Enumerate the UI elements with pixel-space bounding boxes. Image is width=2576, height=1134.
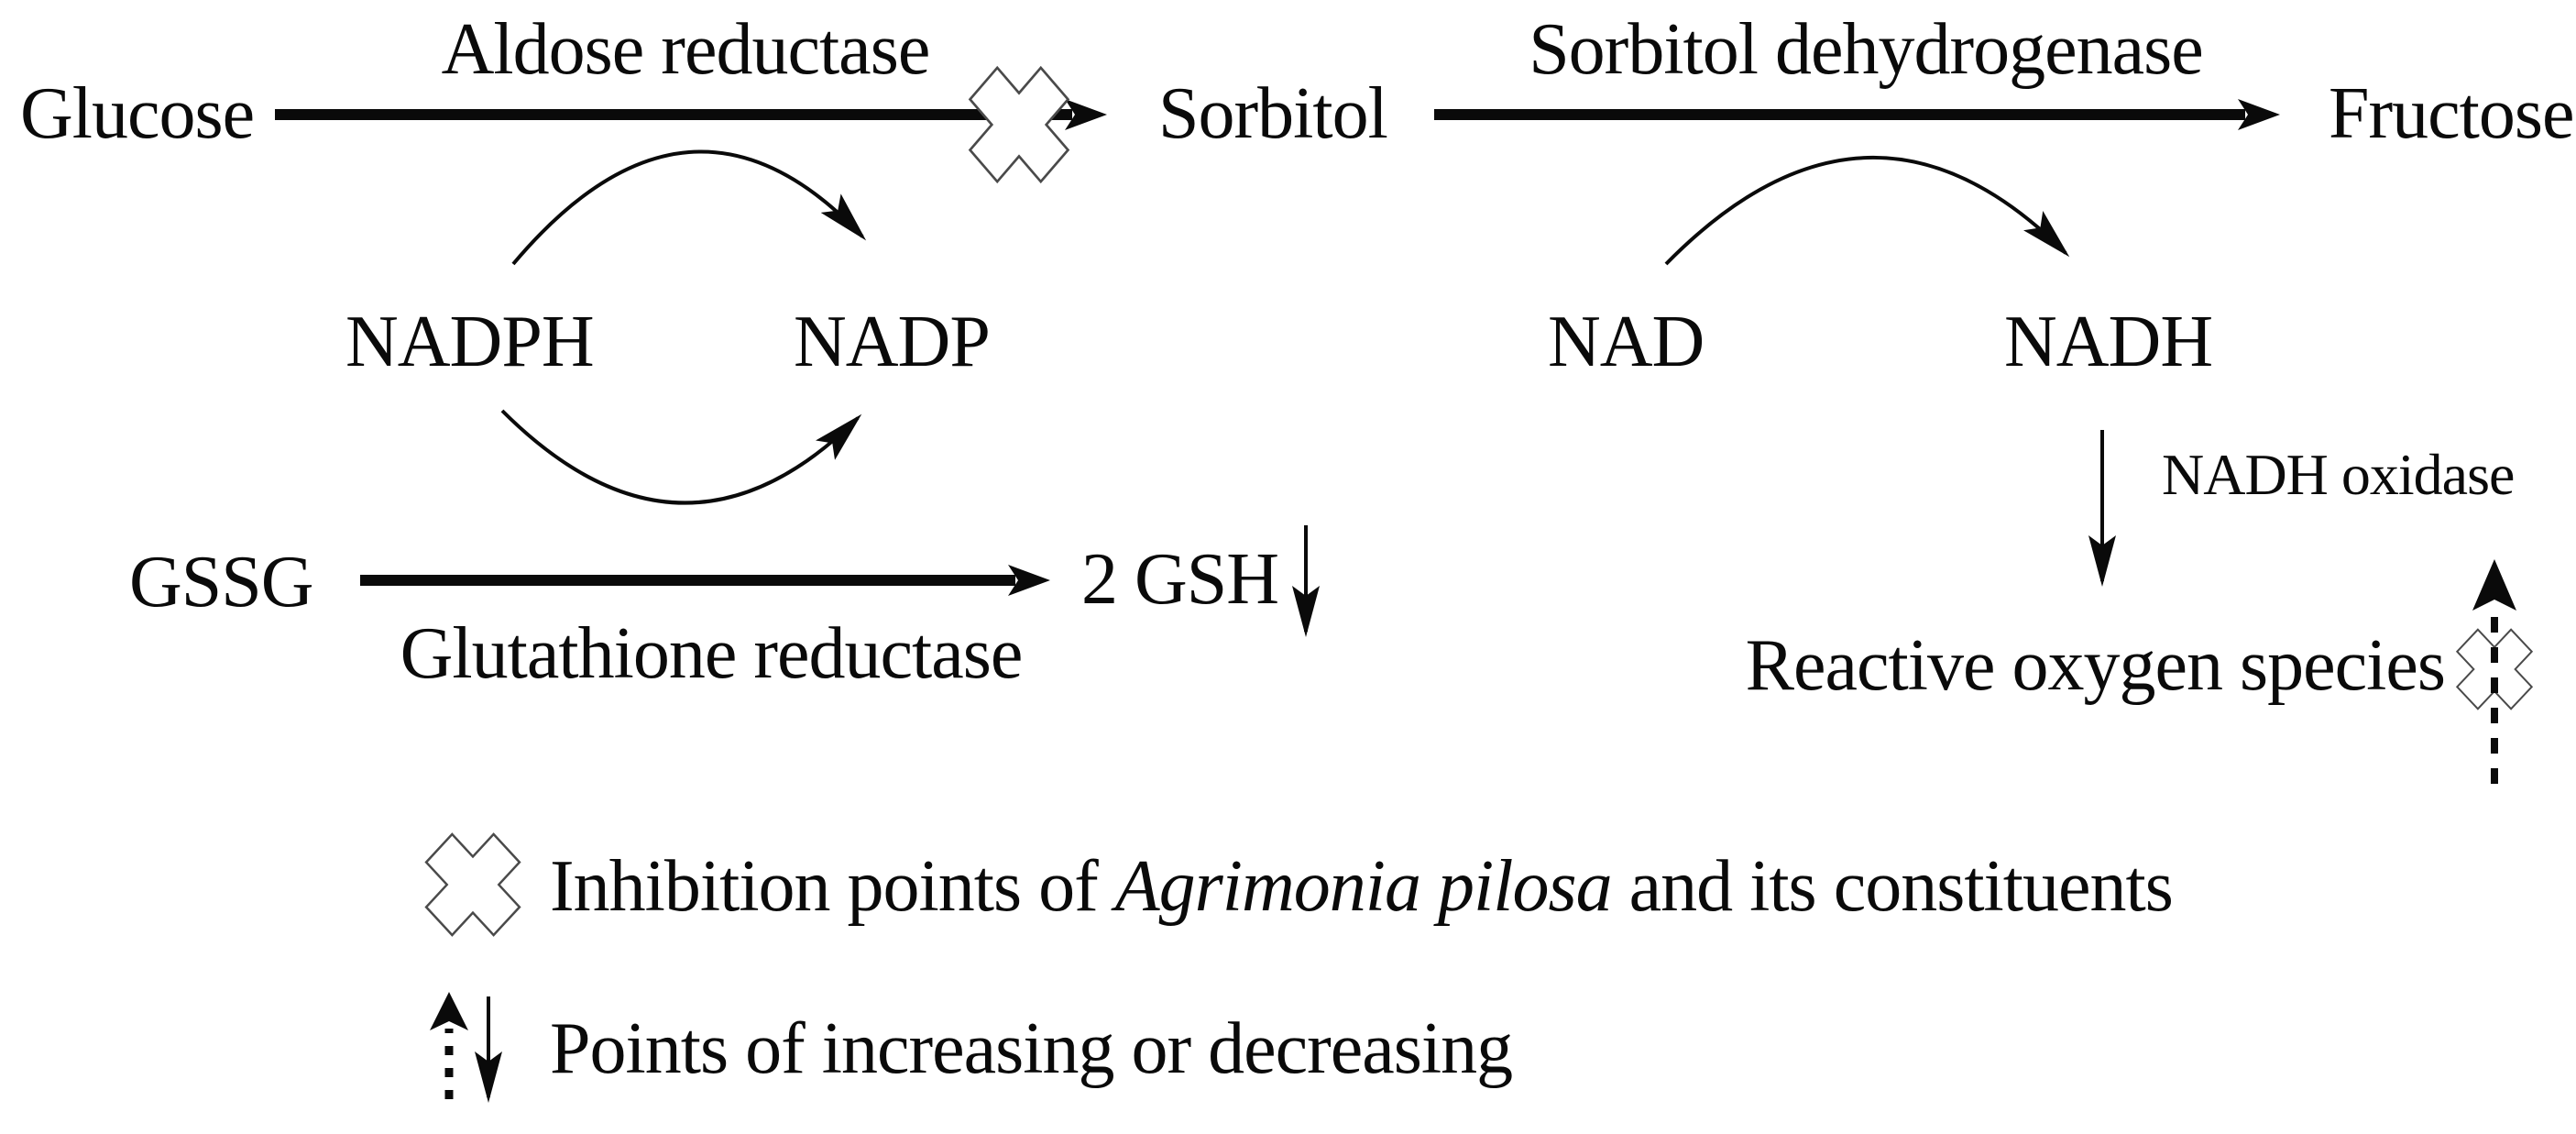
node-gssg: GSSG <box>129 542 313 622</box>
enzyme-glutathione-reductase: Glutathione reductase <box>400 613 1023 694</box>
node-nadh: NADH <box>2004 302 2212 382</box>
enzyme-nadh-oxidase: NADH oxidase <box>2162 442 2514 507</box>
node-nadph: NADPH <box>345 302 594 382</box>
node-nadp: NADP <box>794 302 990 382</box>
legend-inhibition-x-icon <box>404 810 542 959</box>
node-sorbitol: Sorbitol <box>1158 73 1387 154</box>
arrow-glucose-to-sorbitol <box>275 99 1107 130</box>
legend-inhibition-species: Agrimonia pilosa <box>1111 846 1612 927</box>
ros-increase-arrow-icon <box>2472 559 2516 784</box>
legend-inhibition-suffix: and its constituents <box>1612 846 2173 927</box>
legend-updown-text: Points of increasing or decreasing <box>550 1008 1512 1089</box>
enzyme-sorbitol-dehydrogenase: Sorbitol dehydrogenase <box>1529 9 2203 90</box>
node-nad: NAD <box>1548 302 1704 382</box>
arc-nadph-to-nadp-bottom <box>500 409 862 505</box>
arc-nadph-to-nadp-top <box>511 149 867 266</box>
legend-inhibition-text: Inhibition points of Agrimonia pilosa an… <box>550 846 2173 927</box>
legend-increase-arrow-icon <box>430 992 468 1099</box>
node-fructose: Fructose <box>2329 73 2574 154</box>
node-gsh: 2 GSH <box>1081 539 1278 620</box>
arc-nad-to-nadh <box>1664 156 2070 266</box>
arrow-sorbitol-to-fructose <box>1434 99 2280 130</box>
legend-inhibition-prefix: Inhibition points of <box>550 846 1115 927</box>
arrow-gssg-to-gsh <box>360 565 1050 596</box>
enzyme-aldose-reductase: Aldose reductase <box>442 9 930 90</box>
node-glucose: Glucose <box>20 73 254 154</box>
node-ros: Reactive oxygen species <box>1746 625 2445 706</box>
